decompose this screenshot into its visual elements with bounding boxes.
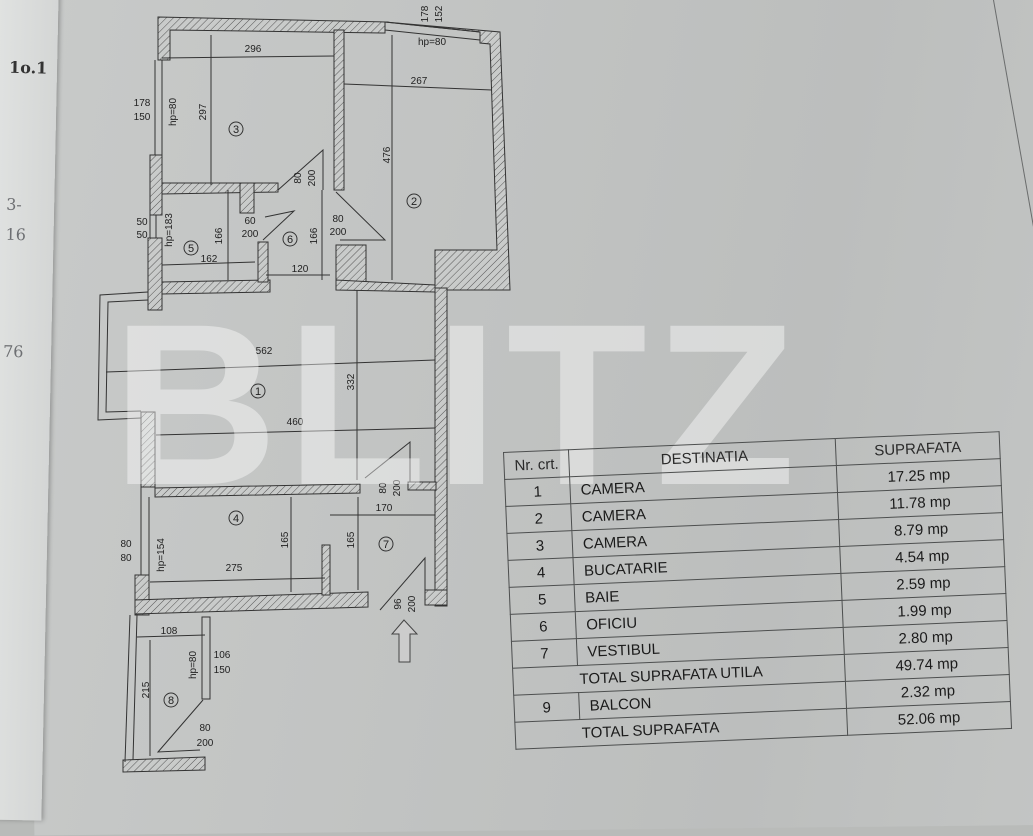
row-nr: 1: [504, 476, 571, 507]
dimension-label: 120: [292, 264, 309, 275]
dimension-label: 170: [376, 503, 393, 514]
dimension-label: 178: [134, 98, 151, 109]
room-label: 1: [255, 386, 261, 398]
dimension-label: 200: [242, 229, 259, 240]
row-nr: 7: [511, 638, 578, 669]
entrance-arrow-icon: [390, 619, 419, 663]
dimension-label: 152: [434, 5, 445, 22]
dimension-label: 80: [378, 482, 389, 494]
dimension-label: 166: [214, 227, 225, 244]
dimension-label: 460: [287, 417, 304, 428]
room-label: 5: [188, 243, 194, 255]
dimension-label: 275: [226, 563, 243, 574]
dimension-label: hp=183: [164, 213, 175, 247]
dimension-label: 50: [136, 217, 148, 228]
wall: [157, 16, 386, 61]
dimension-label: 476: [382, 146, 393, 163]
dimension-label: 297: [198, 103, 209, 120]
dimension-label: 80: [293, 172, 304, 184]
dimension-label: 562: [256, 346, 273, 357]
floor-plan-drawing: 3 2 5 6 1 4 7 8 296 267 hp=80 178 150 50…: [97, 5, 511, 773]
row-nr: 9: [513, 692, 580, 723]
dimension-label: 50: [136, 230, 148, 241]
dimension-label: 162: [201, 254, 218, 265]
dimension-label: 166: [309, 227, 320, 244]
dimension-label: 215: [141, 681, 152, 698]
dimension-label: 200: [197, 738, 214, 749]
dimension-label: 200: [392, 479, 403, 496]
room-label: 7: [383, 539, 389, 551]
dimension-label: 108: [161, 626, 178, 637]
dimension-label: 200: [407, 595, 418, 612]
header-nr: Nr. crt.: [503, 449, 570, 480]
row-nr: 2: [505, 503, 572, 534]
dimension-label: 106: [214, 650, 231, 661]
dimension-label: 80: [332, 214, 344, 225]
dimension-label: 60: [244, 216, 256, 227]
row-nr: 3: [506, 530, 573, 561]
dimension-label: 96: [393, 598, 404, 610]
dimension-label: 200: [307, 169, 318, 186]
room-label: 4: [233, 513, 239, 525]
room-label: 2: [411, 196, 417, 208]
dimension-label: hp=154: [156, 538, 167, 572]
room-label: 6: [287, 234, 293, 246]
dimension-label: 80: [120, 539, 132, 550]
room-label: 8: [168, 695, 174, 707]
dimension-label: 80: [120, 553, 132, 564]
row-nr: 4: [508, 557, 575, 588]
dimension-label: 150: [214, 665, 231, 676]
dimension-label: 267: [411, 76, 428, 87]
dimension-label: 200: [330, 227, 347, 238]
dimension-label: 296: [245, 44, 262, 55]
row-nr: 5: [509, 584, 576, 615]
dimension-label: hp=80: [418, 37, 447, 48]
row-nr: 6: [510, 611, 577, 642]
dimension-label: 332: [346, 373, 357, 390]
dimension-label: 178: [420, 5, 431, 22]
dimension-label: 80: [199, 723, 211, 734]
dimension-label: 150: [134, 112, 151, 123]
dimension-label: 165: [280, 531, 291, 548]
dimension-label: 165: [346, 531, 357, 548]
dimension-label: hp=80: [188, 651, 199, 680]
room-label: 3: [233, 124, 239, 136]
dimension-label: hp=80: [168, 98, 179, 127]
